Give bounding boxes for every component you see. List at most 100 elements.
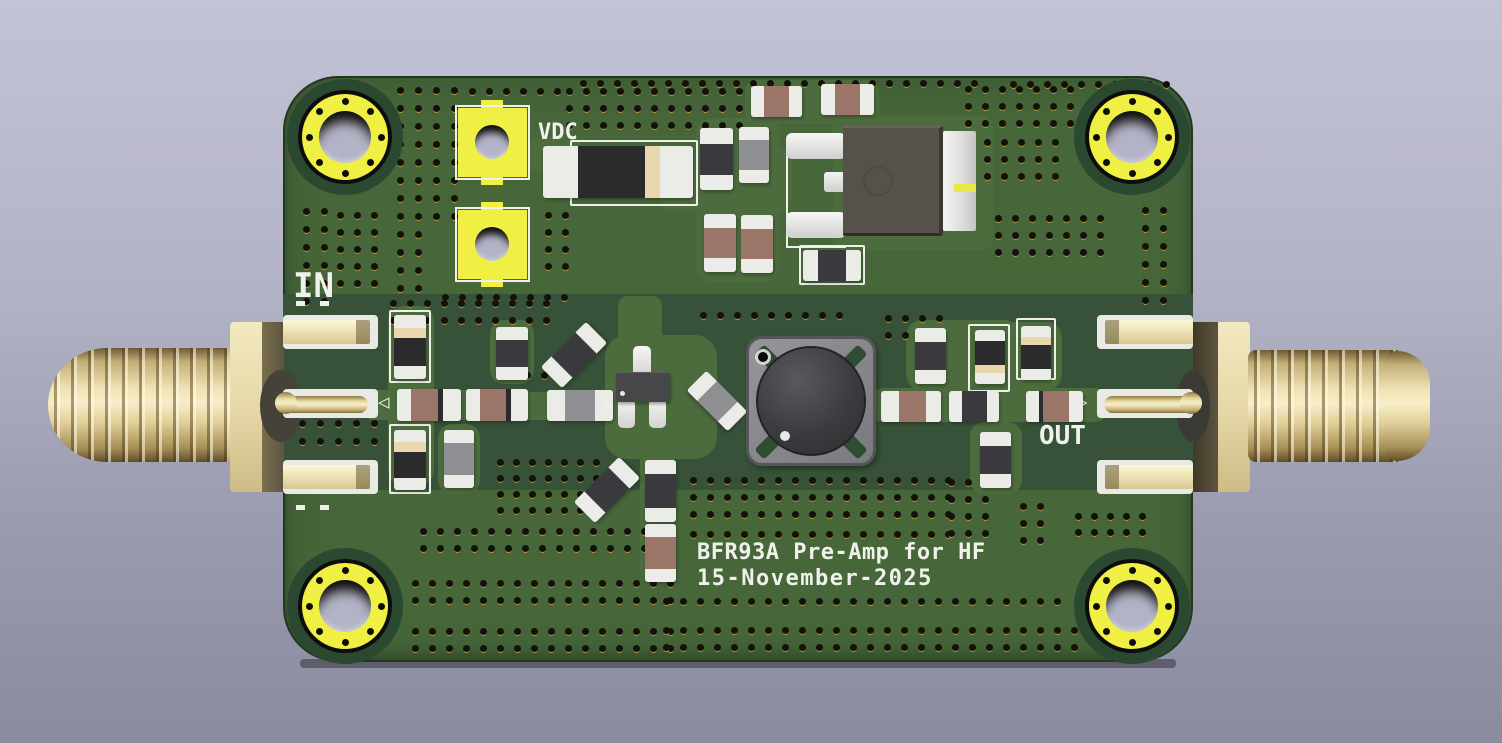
via: [600, 88, 607, 95]
via: [965, 496, 972, 503]
component-segment: [975, 340, 1005, 365]
via: [965, 513, 972, 520]
dpak-lead: [824, 172, 848, 192]
via: [850, 627, 857, 634]
via: [884, 598, 891, 605]
via: [775, 531, 782, 538]
via: [451, 141, 458, 148]
via: [995, 215, 1002, 222]
via: [1037, 537, 1044, 544]
via: [463, 597, 470, 604]
via: [299, 420, 306, 427]
chip-resistor: [949, 391, 999, 422]
via: [573, 528, 580, 535]
via: [446, 580, 453, 587]
via: [600, 105, 607, 112]
via: [433, 195, 440, 202]
via: [1139, 513, 1146, 520]
via: [565, 597, 572, 604]
vdc-pad-outline: [455, 105, 530, 180]
via: [650, 628, 657, 635]
via: [337, 280, 344, 287]
component-segment: [975, 373, 1005, 384]
via: [886, 80, 893, 87]
via: [617, 122, 624, 129]
via: [415, 87, 422, 94]
component-segment: [751, 86, 765, 117]
via: [724, 477, 731, 484]
silkscreen-dash: [296, 301, 305, 306]
via: [775, 477, 782, 484]
via: [869, 80, 876, 87]
via: [1142, 261, 1149, 268]
via: [303, 280, 310, 287]
via: [577, 459, 584, 466]
via: [903, 80, 910, 87]
via: [415, 105, 422, 112]
component-segment: [834, 84, 861, 115]
via: [1027, 81, 1034, 88]
via: [784, 80, 791, 87]
silkscreen-date: 15-November-2025: [697, 566, 933, 591]
via: [1020, 627, 1027, 634]
via: [354, 263, 361, 270]
via: [529, 459, 536, 466]
via: [548, 597, 555, 604]
via: [335, 438, 342, 445]
via: [690, 494, 697, 501]
via: [476, 294, 483, 301]
via: [303, 262, 310, 269]
component-segment: [980, 474, 1011, 488]
inductor-core: [756, 346, 866, 456]
via: [1037, 644, 1044, 651]
via: [597, 80, 604, 87]
sma-right-barrel-end: [1385, 351, 1430, 461]
mounting-hole-via: [1103, 158, 1111, 166]
via: [526, 317, 533, 324]
mounting-hole-via: [1128, 169, 1136, 177]
via: [1160, 225, 1167, 232]
component-segment: [700, 174, 733, 190]
via: [884, 644, 891, 651]
via: [717, 312, 724, 319]
via: [911, 531, 918, 538]
silkscreen-title: BFR93A Pre-Amp for HF: [697, 540, 986, 565]
via: [650, 580, 657, 587]
via: [928, 477, 935, 484]
component-segment: [818, 250, 846, 281]
via: [607, 545, 614, 552]
chip-capacitor: [821, 84, 874, 115]
via: [522, 528, 529, 535]
via: [446, 597, 453, 604]
via: [667, 580, 674, 587]
via: [782, 598, 789, 605]
chip-capacitor: [466, 389, 528, 421]
via: [562, 212, 569, 219]
chip-capacitor: [547, 390, 613, 421]
via: [1107, 513, 1114, 520]
vdc-pad-thermal: [481, 177, 503, 185]
via: [818, 80, 825, 87]
via: [543, 300, 550, 307]
via: [631, 80, 638, 87]
via: [826, 494, 833, 501]
via: [321, 262, 328, 269]
via: [580, 80, 587, 87]
component-segment: [397, 389, 412, 421]
via: [1046, 215, 1053, 222]
via: [765, 627, 772, 634]
via: [668, 88, 675, 95]
via: [1033, 103, 1040, 110]
via: [433, 87, 440, 94]
via: [852, 80, 859, 87]
via: [600, 122, 607, 129]
via: [407, 300, 414, 307]
via: [748, 644, 755, 651]
via: [965, 86, 972, 93]
via: [303, 208, 310, 215]
via: [415, 195, 422, 202]
via: [1018, 156, 1025, 163]
via: [751, 312, 758, 319]
via: [583, 88, 590, 95]
